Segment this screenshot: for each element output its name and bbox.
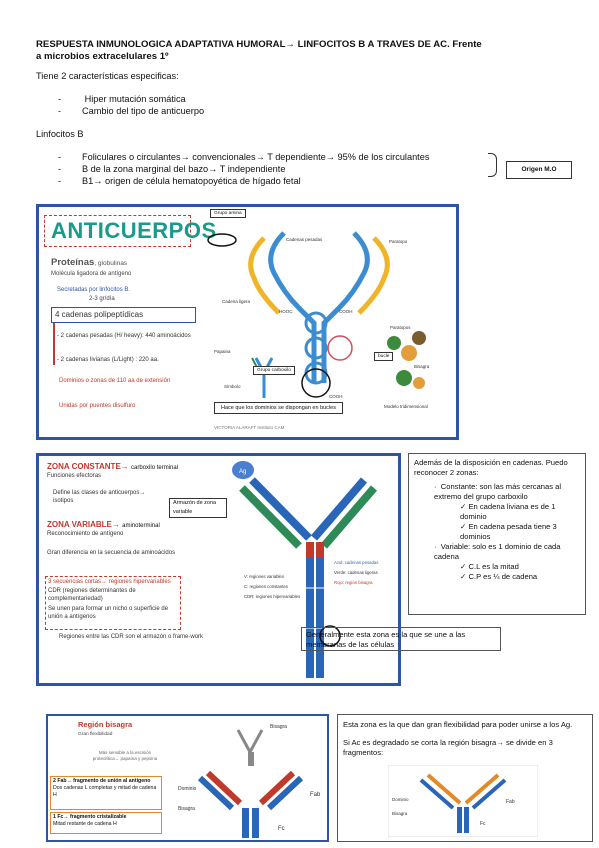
- antibody-diagram: Papaina Símbolo Modelo tridimensional Ca…: [207, 231, 430, 409]
- svg-text:Modelo tridimensional: Modelo tridimensional: [384, 404, 428, 409]
- bisagra-diagram: Bisagra Dominio Bisagra Fab Fc: [178, 724, 321, 838]
- linfocitos-heading: Linfocitos B: [36, 129, 84, 139]
- svg-text:Fc: Fc: [278, 826, 285, 832]
- slide-zonas: ZONA CONSTANTE→ carboxilo terminal Funci…: [36, 453, 401, 686]
- note-zonas: Además de la disposición en cadenas. Pue…: [408, 453, 586, 615]
- armazon-label: Armazón de zona variable: [169, 498, 227, 518]
- svg-text:V: regiones variables: V: regiones variables: [244, 574, 284, 579]
- svg-text:Bisagra: Bisagra: [178, 806, 195, 812]
- svg-text:Bisagra: Bisagra: [270, 724, 287, 730]
- svg-text:Fc: Fc: [480, 821, 486, 827]
- svg-text:Paratopo: Paratopo: [389, 239, 408, 244]
- list-item: -Cambio del tipo de anticuerpo: [58, 106, 205, 116]
- svg-text:Cadena ligera: Cadena ligera: [222, 299, 251, 304]
- svg-text:Paratopos: Paratopos: [390, 325, 411, 330]
- molecula: Molécula ligadora de antígeno: [51, 271, 132, 277]
- dominios: Dominios o zonas de 110 aa de extensión: [59, 378, 171, 384]
- svg-text:Bisagra: Bisagra: [392, 811, 408, 816]
- grupo-amina-label: Grupo amina: [210, 209, 246, 218]
- svg-text:Dominio: Dominio: [392, 797, 409, 802]
- list-item: -Foliculares o circulantes→ convencional…: [58, 152, 430, 162]
- svg-text:Fab: Fab: [310, 792, 321, 798]
- title-box: [44, 215, 191, 247]
- svg-text:COOH: COOH: [339, 309, 353, 314]
- cadenas-box: 4 cadenas polipeptídicas: [51, 307, 196, 323]
- slide-bisagra: Región bisagra Gran flexibilidad Más sen…: [46, 714, 329, 842]
- svg-text:Dominio: Dominio: [178, 786, 197, 792]
- proteinas: Proteínas: [51, 257, 95, 268]
- note-membranas: Generalmente esta zona es la que se une …: [301, 627, 501, 651]
- unidas: Unidas por puentes disulfuro: [59, 403, 136, 409]
- svg-text:Bisagra: Bisagra: [414, 364, 430, 369]
- svg-text:Cadenas pesadas: Cadenas pesadas: [286, 237, 323, 242]
- svg-text:HOOC: HOOC: [279, 309, 293, 314]
- list-item: -B de la zona marginal del bazo→ T indep…: [58, 164, 286, 174]
- svg-text:Símbolo: Símbolo: [224, 384, 241, 389]
- svg-text:Papaina: Papaina: [214, 349, 231, 354]
- caracteristicas-text: Tiene 2 características especificas:: [36, 71, 179, 81]
- svg-text:Azul: cadenas pesadas: Azul: cadenas pesadas: [334, 560, 378, 565]
- slide-footer: VICTORIA ALARAFT Instituto CAM: [214, 425, 285, 430]
- brace: [488, 153, 497, 177]
- list-item: -B1→ origen de célula hematopoyética de …: [58, 176, 301, 186]
- grupo-carboxilo-label: Grupo carboxilo: [253, 366, 295, 375]
- page-title: RESPUESTA INMUNOLOGICA ADAPTATIVA HUMORA…: [36, 39, 482, 62]
- note-region-bisagra: Esta zona es la que dan gran flexibilida…: [337, 714, 593, 842]
- svg-text:COOH: COOH: [329, 394, 343, 399]
- dosis: 2-3 gr/día: [89, 296, 115, 302]
- origen-box: Origen M.O: [506, 161, 572, 179]
- slide-title: ANTICUERPOS: [51, 218, 217, 243]
- secretadas: Secretadas por linfocitos B.: [57, 287, 131, 293]
- svg-text:C: regiones constantes: C: regiones constantes: [244, 584, 288, 589]
- fragmentos-diagram: Dominio Bisagra Fab Fc: [388, 765, 538, 837]
- svg-text:Fab: Fab: [506, 799, 515, 805]
- svg-text:Rojo: región bisagra: Rojo: región bisagra: [334, 580, 373, 585]
- slide-anticuerpos: ANTICUERPOS Proteínas, globulinas Molécu…: [36, 204, 459, 440]
- list-item: - Hiper mutación somática: [58, 94, 186, 104]
- livianas: - 2 cadenas livianas (L/Light) : 220 aa.: [57, 357, 159, 363]
- pesadas: - 2 cadenas pesadas (H/ heavy): 440 amin…: [57, 333, 191, 339]
- nota-bucles: Hace que los dominios se dispongan en bu…: [214, 402, 343, 414]
- antibody-zonas-diagram: Ag V: regiones variables C: regiones con…: [232, 461, 378, 678]
- bucle-label: bucle: [374, 352, 394, 361]
- svg-text:Ag: Ag: [239, 469, 246, 475]
- svg-text:Verde: cadenas ligeras: Verde: cadenas ligeras: [334, 570, 378, 575]
- svg-text:CDR: regiones hipervariables: CDR: regiones hipervariables: [244, 594, 300, 599]
